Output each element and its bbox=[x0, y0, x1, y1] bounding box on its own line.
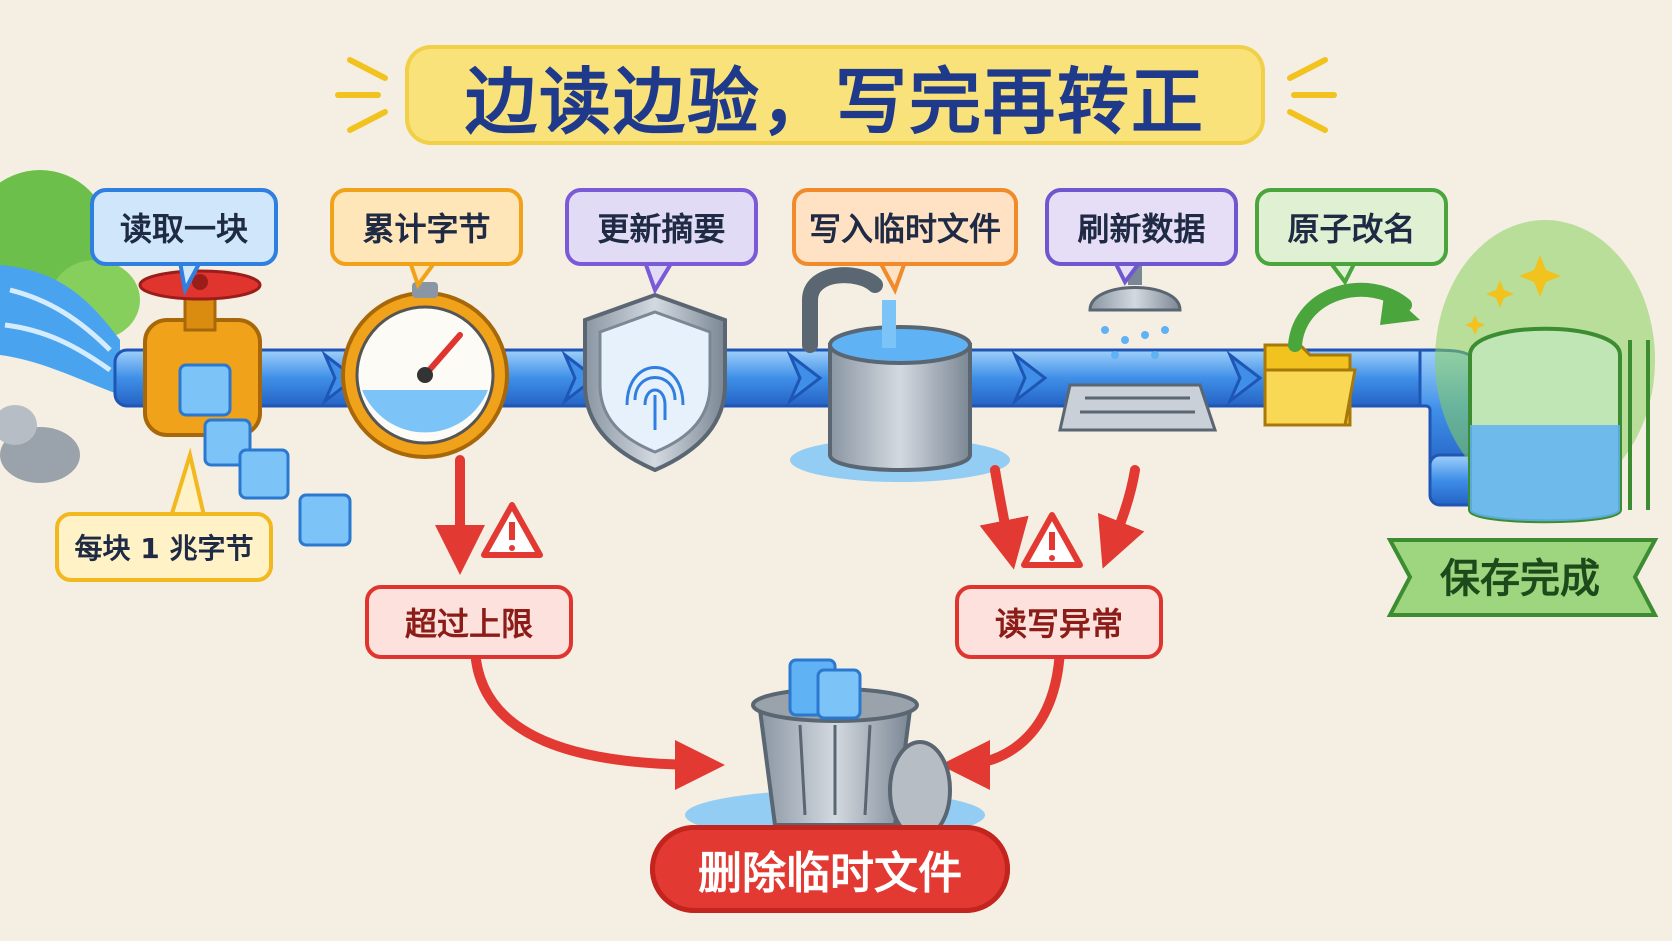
step-update-digest: 更新摘要 bbox=[565, 188, 758, 266]
data-chunk-cubes bbox=[178, 363, 352, 547]
delete-temp-label: 删除临时文件 bbox=[650, 825, 1010, 913]
fingerprint-shield-icon bbox=[583, 292, 727, 473]
storage-tank-icon bbox=[1435, 220, 1655, 524]
water-tank-icon bbox=[790, 267, 1010, 482]
step-flush-data: 刷新数据 bbox=[1045, 188, 1238, 266]
folder-icon bbox=[1263, 343, 1357, 427]
error-over-limit: 超过上限 bbox=[365, 585, 573, 659]
trash-can-icon bbox=[685, 658, 985, 840]
step-atomic-rename: 原子改名 bbox=[1255, 188, 1448, 266]
error-io-exception: 读写异常 bbox=[955, 585, 1163, 659]
pressure-gauge-icon bbox=[341, 282, 509, 459]
warning-icon bbox=[1021, 512, 1083, 568]
sparkle-icons bbox=[1465, 255, 1561, 335]
save-done-label: 保存完成 bbox=[1440, 556, 1600, 602]
step-count-bytes: 累计字节 bbox=[330, 188, 523, 266]
error-flow-arrows bbox=[435, 455, 1145, 790]
diagram-title: 边读边验，写完再转正 bbox=[464, 59, 1205, 144]
save-ribbon bbox=[1386, 538, 1659, 617]
shower-drain-icon bbox=[1058, 250, 1218, 432]
chunk-size-note: 每块 1 兆字节 bbox=[55, 512, 273, 582]
rename-arrow-icon bbox=[1288, 282, 1420, 352]
flow-arrows bbox=[321, 350, 1263, 406]
step-read-chunk: 读取一块 bbox=[90, 188, 278, 266]
title-banner: 边读边验，写完再转正 bbox=[405, 45, 1265, 145]
step-write-temp: 写入临时文件 bbox=[792, 188, 1018, 266]
warning-icon bbox=[481, 502, 543, 558]
title-sparkles bbox=[335, 57, 1337, 133]
left-scenery bbox=[0, 170, 140, 483]
